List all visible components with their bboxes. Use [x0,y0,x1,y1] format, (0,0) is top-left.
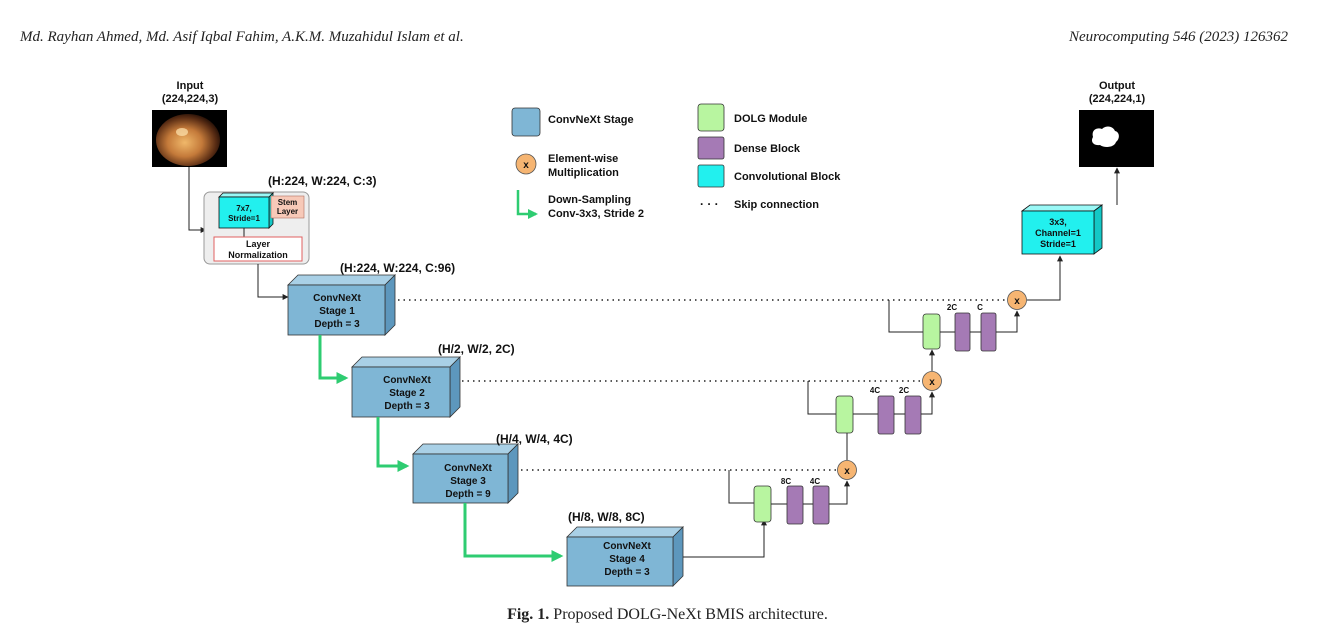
stage-2-dims: (H/2, W/2, 2C) [438,342,515,356]
output-title: Output [1099,80,1135,92]
legend-skip-label: Skip connection [734,199,819,211]
stage-4-dims: (H/8, W/8, 8C) [568,510,645,524]
stem-tag-l2: Layer [277,207,298,216]
input-dims: (224,224,3) [162,93,219,105]
legend-elementwise-l1: Element-wise [548,153,618,165]
stage-3-dims: (H/4, W/4, 4C) [496,432,573,446]
legend-downsampling-l1: Down-Sampling [548,194,631,206]
stem-conv-block [218,192,274,229]
legend-dense-swatch [697,136,725,160]
decoder-1-label-b: C [977,303,983,312]
input-image [152,110,227,167]
multiply-3-symbol: x [844,466,850,477]
final-conv-block [1020,204,1104,255]
multiply-1-symbol: x [1014,296,1020,307]
output-dims: (224,224,1) [1089,93,1146,105]
stem-dims: (H:224, W:224, C:3) [268,174,376,188]
legend-conv-label: Convolutional Block [734,171,841,183]
multiply-2-symbol: x [929,377,935,388]
stage-2-l1: ConvNeXt [383,375,431,386]
convnext-stage-1 [287,274,396,336]
caption-label: Fig. 1. [507,606,550,623]
multiply-node-2 [922,371,942,391]
legend-dolg-label: DOLG Module [734,113,807,125]
stem-tag-l1: Stem [278,198,298,207]
convnext-stage-4 [566,526,684,587]
stage-3-l3: Depth = 9 [445,489,491,500]
norm-l1: Layer [246,239,271,249]
input-title: Input [177,80,204,92]
stage-4-l3: Depth = 3 [604,567,650,578]
legend-skip-dots: · · · [700,197,719,211]
stage-4-l2: Stage 4 [609,554,645,565]
convnext-stage-2 [351,356,461,418]
dolg-module-3 [753,485,772,523]
legend-dolg-swatch [697,103,725,132]
legend-multiply-swatch [515,153,537,175]
multiply-node-1 [1007,290,1027,310]
stage-1-l1: ConvNeXt [313,293,361,304]
stage-1-l3: Depth = 3 [314,319,360,330]
running-header-journal: Neurocomputing 546 (2023) 126362 [1068,29,1288,45]
output-mask-image [1079,110,1154,167]
dense-block-3a [786,485,804,525]
stage-1-dims: (H:224, W:224, C:96) [340,261,455,275]
legend: ConvNeXt Stage x Element-wise Multiplica… [511,103,841,220]
legend-convnext-label: ConvNeXt Stage [548,114,634,126]
downsample-arrows [318,335,564,562]
legend-downsampling-l2: Conv-3x3, Stride 2 [548,208,644,220]
layer-normalization [213,236,303,262]
legend-downsample-arrow [516,190,538,219]
figure-caption: Fig. 1. Proposed DOLG-NeXt BMIS architec… [0,606,1335,624]
convnext-stage-3 [412,443,519,504]
dense-block-2a [877,395,895,435]
legend-dense-label: Dense Block [734,143,801,155]
dense-block-1a [954,312,971,352]
dense-block-1b [980,312,997,352]
multiply-node-3 [837,460,857,480]
norm-l2: Normalization [228,250,288,260]
decoder-2-label-a: 4C [870,386,880,395]
caption-text: Proposed DOLG-NeXt BMIS architecture. [553,606,828,623]
architecture-diagram: Input (224,224,3) (H:224, W:224, C:3) 7x… [152,80,1154,587]
stem-conv-l2: Stride=1 [228,214,260,223]
final-conv-l2: Channel=1 [1035,228,1081,238]
skip-connections [398,299,1006,471]
legend-conv-swatch [697,164,725,188]
decoder-3-label-b: 4C [810,477,820,486]
decoder-3-label-a: 8C [781,477,791,486]
final-conv-l1: 3x3, [1049,217,1067,227]
stage-3-l2: Stage 3 [450,476,486,487]
dolg-module-1 [922,313,941,350]
stem-conv-l1: 7x7, [236,204,252,213]
dense-block-2b [904,395,922,435]
final-conv-l3: Stride=1 [1040,239,1076,249]
stem-layer-tag [270,195,305,219]
stage-3-l1: ConvNeXt [444,463,492,474]
running-header-authors: Md. Rayhan Ahmed, Md. Asif Iqbal Fahim, … [20,29,464,45]
dense-block-3b [812,485,830,525]
stage-4-l1: ConvNeXt [603,541,651,552]
decoder-2-label-b: 2C [899,386,909,395]
decoder-1-label-a: 2C [947,303,957,312]
legend-elementwise-l2: Multiplication [548,167,619,179]
stage-2-l3: Depth = 3 [384,401,430,412]
stage-1-l2: Stage 1 [319,306,355,317]
dolg-module-2 [835,395,854,434]
legend-convnext-swatch [511,107,541,137]
legend-multiply-symbol: x [523,160,529,171]
stage-2-l2: Stage 2 [389,388,425,399]
